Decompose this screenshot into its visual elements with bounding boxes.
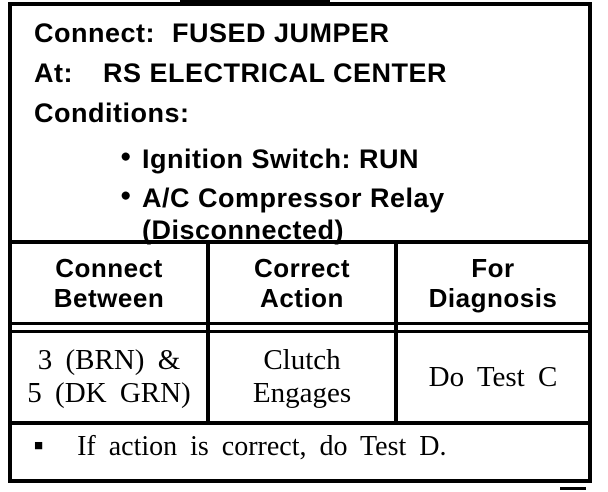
setup-section: Connect: FUSED JUMPER At: RS ELECTRICAL … bbox=[12, 6, 588, 246]
footnote-text: If action is correct, do Test D. bbox=[77, 431, 447, 462]
column-connect-between: Connect Between 3 (BRN) & 5 (DK GRN) bbox=[12, 244, 206, 421]
double-rule-gap bbox=[12, 325, 206, 330]
column-header-correct-action: Correct Action bbox=[210, 244, 394, 325]
cell-correct-action: Clutch Engages bbox=[210, 330, 394, 421]
double-rule-gap bbox=[398, 325, 588, 330]
column-header-for-diagnosis: For Diagnosis bbox=[398, 244, 588, 325]
at-value: RS ELECTRICAL CENTER bbox=[103, 58, 448, 88]
condition-item: ● A/C Compressor Relay (Disconnected) bbox=[34, 182, 576, 246]
column-header-connect-between: Connect Between bbox=[12, 244, 206, 325]
conditions-list: ● Ignition Switch: RUN ● A/C Compressor … bbox=[34, 143, 576, 246]
condition-item: ● Ignition Switch: RUN bbox=[34, 143, 576, 175]
at-label: At: bbox=[34, 58, 73, 88]
scan-artifact bbox=[180, 0, 330, 3]
cell-for-diagnosis: Do Test C bbox=[398, 330, 588, 421]
condition-text: A/C Compressor Relay (Disconnected) bbox=[141, 183, 445, 245]
results-table: Connect Between 3 (BRN) & 5 (DK GRN) Cor… bbox=[12, 240, 588, 421]
double-rule-gap bbox=[210, 325, 394, 330]
connect-value: FUSED JUMPER bbox=[172, 18, 390, 48]
bullet-icon: ■ bbox=[34, 437, 44, 454]
scan-artifact bbox=[560, 487, 586, 490]
cell-connect-between: 3 (BRN) & 5 (DK GRN) bbox=[12, 330, 206, 421]
connect-line: Connect: FUSED JUMPER bbox=[34, 20, 576, 47]
column-for-diagnosis: For Diagnosis Do Test C bbox=[394, 244, 588, 421]
bullet-icon: ● bbox=[120, 185, 132, 206]
column-correct-action: Correct Action Clutch Engages bbox=[206, 244, 394, 421]
bullet-icon: ● bbox=[120, 146, 132, 167]
connect-label: Connect: bbox=[34, 18, 155, 48]
diagnostic-table: Connect: FUSED JUMPER At: RS ELECTRICAL … bbox=[8, 2, 592, 483]
conditions-label: Conditions: bbox=[34, 98, 190, 128]
condition-text: Ignition Switch: RUN bbox=[141, 144, 419, 174]
at-line: At: RS ELECTRICAL CENTER bbox=[34, 60, 576, 87]
footnote: ■ If action is correct, do Test D. bbox=[12, 421, 588, 469]
